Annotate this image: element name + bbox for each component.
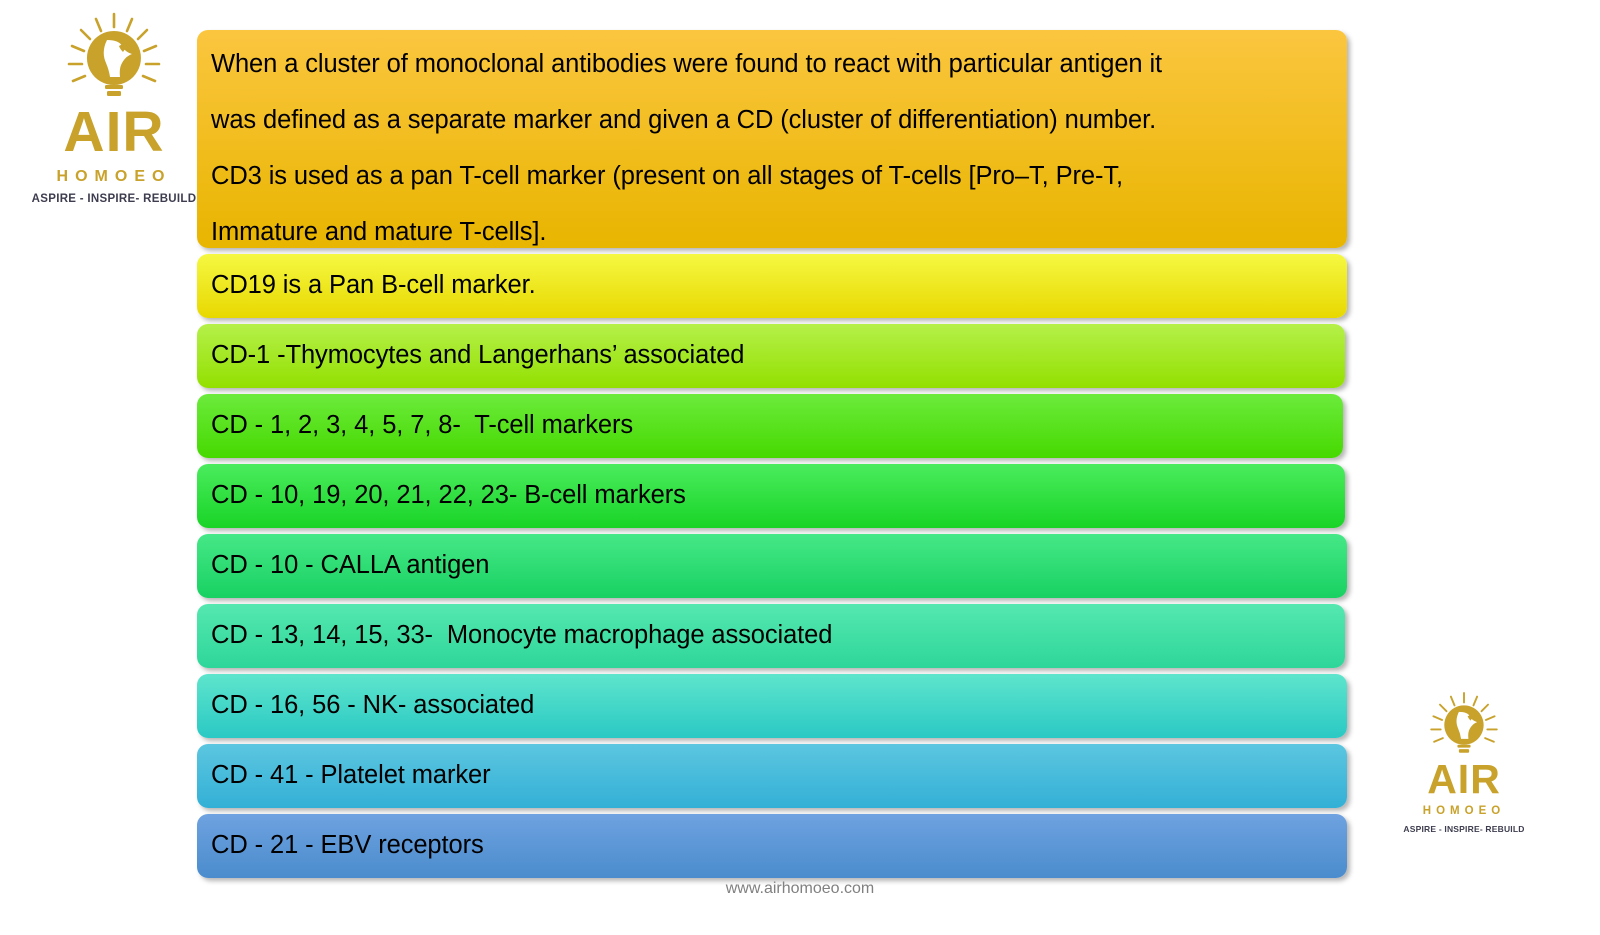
marker-bar-bcell-markers: CD - 10, 19, 20, 21, 22, 23- B-cell mark… xyxy=(197,464,1345,528)
marker-bar-label: CD - 1, 2, 3, 4, 5, 7, 8- T-cell markers xyxy=(211,411,633,440)
marker-bar-label: CD - 16, 56 - NK- associated xyxy=(211,691,535,720)
lightbulb-figure-icon xyxy=(67,12,161,96)
brand-subname: HOMOEO xyxy=(56,168,172,185)
marker-bar-label: CD - 13, 14, 15, 33- Monocyte macrophage… xyxy=(211,621,833,650)
cd-marker-list: When a cluster of monoclonal antibodies … xyxy=(197,30,1347,878)
marker-bar-intro: When a cluster of monoclonal antibodies … xyxy=(197,30,1347,248)
marker-bar-line: When a cluster of monoclonal antibodies … xyxy=(211,50,1163,78)
marker-bar-monocyte-macrophage: CD - 13, 14, 15, 33- Monocyte macrophage… xyxy=(197,604,1345,668)
marker-bar-line: Immature and mature T-cells]. xyxy=(211,218,547,246)
marker-bar-label: CD - 21 - EBV receptors xyxy=(211,831,484,860)
brand-name: AIR xyxy=(1427,756,1501,802)
marker-bar-label: CD - 41 - Platelet marker xyxy=(211,761,491,790)
brand-tagline: ASPIRE - INSPIRE- REBUILD xyxy=(31,193,197,205)
marker-bar-label: CD - 10, 19, 20, 21, 22, 23- B-cell mark… xyxy=(211,481,686,510)
brand-subname: HOMOEO xyxy=(1422,805,1506,817)
marker-bar-label: CD-1 -Thymocytes and Langerhans’ associa… xyxy=(211,341,745,370)
marker-bar-tcell-markers: CD - 1, 2, 3, 4, 5, 7, 8- T-cell markers xyxy=(197,394,1343,458)
brand-logo-bottom: AIR HOMOEO ASPIRE - INSPIRE- REBUILD xyxy=(1398,690,1530,833)
marker-bar-calla-antigen: CD - 10 - CALLA antigen xyxy=(197,534,1347,598)
brand-name: AIR xyxy=(63,100,165,164)
marker-bar-cd19: CD19 is a Pan B-cell marker. xyxy=(197,254,1347,318)
footer-url: www.airhomoeo.com xyxy=(725,880,875,897)
brand-logo-top: AIR HOMOEO ASPIRE - INSPIRE- REBUILD xyxy=(24,10,204,206)
marker-bar-cd1-thymocytes: CD-1 -Thymocytes and Langerhans’ associa… xyxy=(197,324,1345,388)
marker-bar-line: CD3 is used as a pan T-cell marker (pres… xyxy=(211,162,1123,190)
marker-bar-label: CD19 is a Pan B-cell marker. xyxy=(211,271,536,300)
marker-bar-ebv-receptors: CD - 21 - EBV receptors xyxy=(197,814,1347,878)
lightbulb-figure-icon xyxy=(1430,692,1498,753)
marker-bar-line: was defined as a separate marker and giv… xyxy=(211,106,1157,134)
marker-bar-nk-associated: CD - 16, 56 - NK- associated xyxy=(197,674,1347,738)
marker-bar-label: CD - 10 - CALLA antigen xyxy=(211,551,490,580)
brand-tagline: ASPIRE - INSPIRE- REBUILD xyxy=(1403,823,1525,834)
marker-bar-platelet-marker: CD - 41 - Platelet marker xyxy=(197,744,1347,808)
